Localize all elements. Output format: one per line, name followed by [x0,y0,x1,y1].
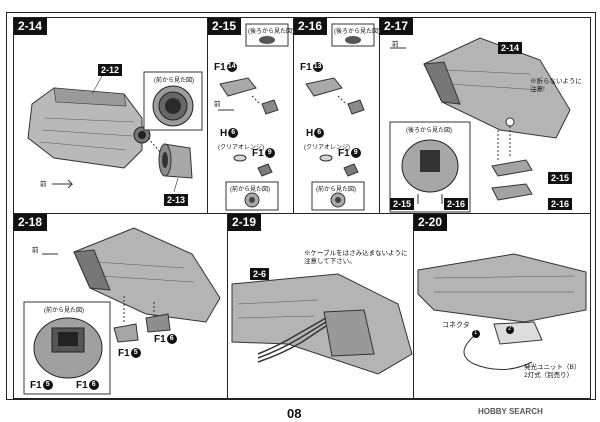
part-note: (クリアオレンジ) [218,145,264,151]
step-panel-2-19: 2-19 2-6 ※ケーブルをはさみ込まないように注意して下さい。 [227,213,415,399]
assembly-illustration [218,23,289,211]
ref-tag-2-12: 2-12 [98,64,123,76]
site-logo: HOBBY SEARCH [478,407,543,416]
ref-tag-2-14: 2-14 [498,42,523,54]
caution-note: ※折らないように注意! [530,78,582,93]
front-label: 前 [214,101,221,108]
inset-title: (後ろから見た図) [334,29,380,35]
ref-tag-2-16: 2-16 [548,198,573,210]
assembly-illustration [23,227,221,395]
caution-note: ※ケーブルをはさみ込まないように注意して下さい。 [304,250,408,265]
step-number: 2-16 [294,18,328,35]
ref-tag-2-16: 2-16 [444,198,469,210]
page-number: 08 [287,406,302,421]
ref-tag-2-13: 2-13 [164,194,189,206]
step-mark: 1 [474,330,478,336]
unit-label: 発光ユニット（B） 2灯式（別売り） [524,364,581,379]
ref-tag-2-6: 2-6 [250,268,270,280]
step-number: 2-15 [208,18,242,35]
step-number: 2-20 [414,214,448,231]
inset-title: (後ろから見た図) [406,128,452,134]
assembly-illustration [389,37,571,213]
inset-title: (前から見た図) [230,187,270,193]
assembly-illustration [417,253,587,370]
step-number: 2-14 [14,18,48,35]
assembly-illustration [231,273,413,375]
ref-tag-2-15: 2-15 [548,172,573,184]
step-number: 2-18 [14,214,48,231]
inset-title: (前から見た図) [154,78,194,84]
connector-label: コネクタ [442,322,470,329]
step-number: 2-19 [228,214,262,231]
front-label: 前 [40,181,47,188]
step-number: 2-17 [380,18,414,35]
inset-title: (後ろから見た図) [248,29,294,35]
step-mark: 2 [508,326,512,332]
step-panel-2-17: 2-17 2-14 前 ※折らないように注意! (後ろから見た図) 2-15 2… [379,17,591,215]
part-note: (クリアオレンジ) [304,145,350,151]
front-label: 前 [32,247,39,254]
instruction-sheet: 2-14 2-12 2-13 前 [6,12,596,400]
front-label: 前 [392,41,399,48]
step-panel-2-14: 2-14 2-12 2-13 前 [13,17,209,215]
inset-title: (前から見た図) [316,187,356,193]
assembly-illustration [27,71,203,193]
assembly-illustration [305,23,375,211]
inset-title: (前から見た図) [44,308,84,314]
step-panel-2-20: 2-20 コネクタ 1 2 発光ユニット（B） 2灯式（別売り） [413,213,591,399]
ref-tag-2-15: 2-15 [390,198,415,210]
